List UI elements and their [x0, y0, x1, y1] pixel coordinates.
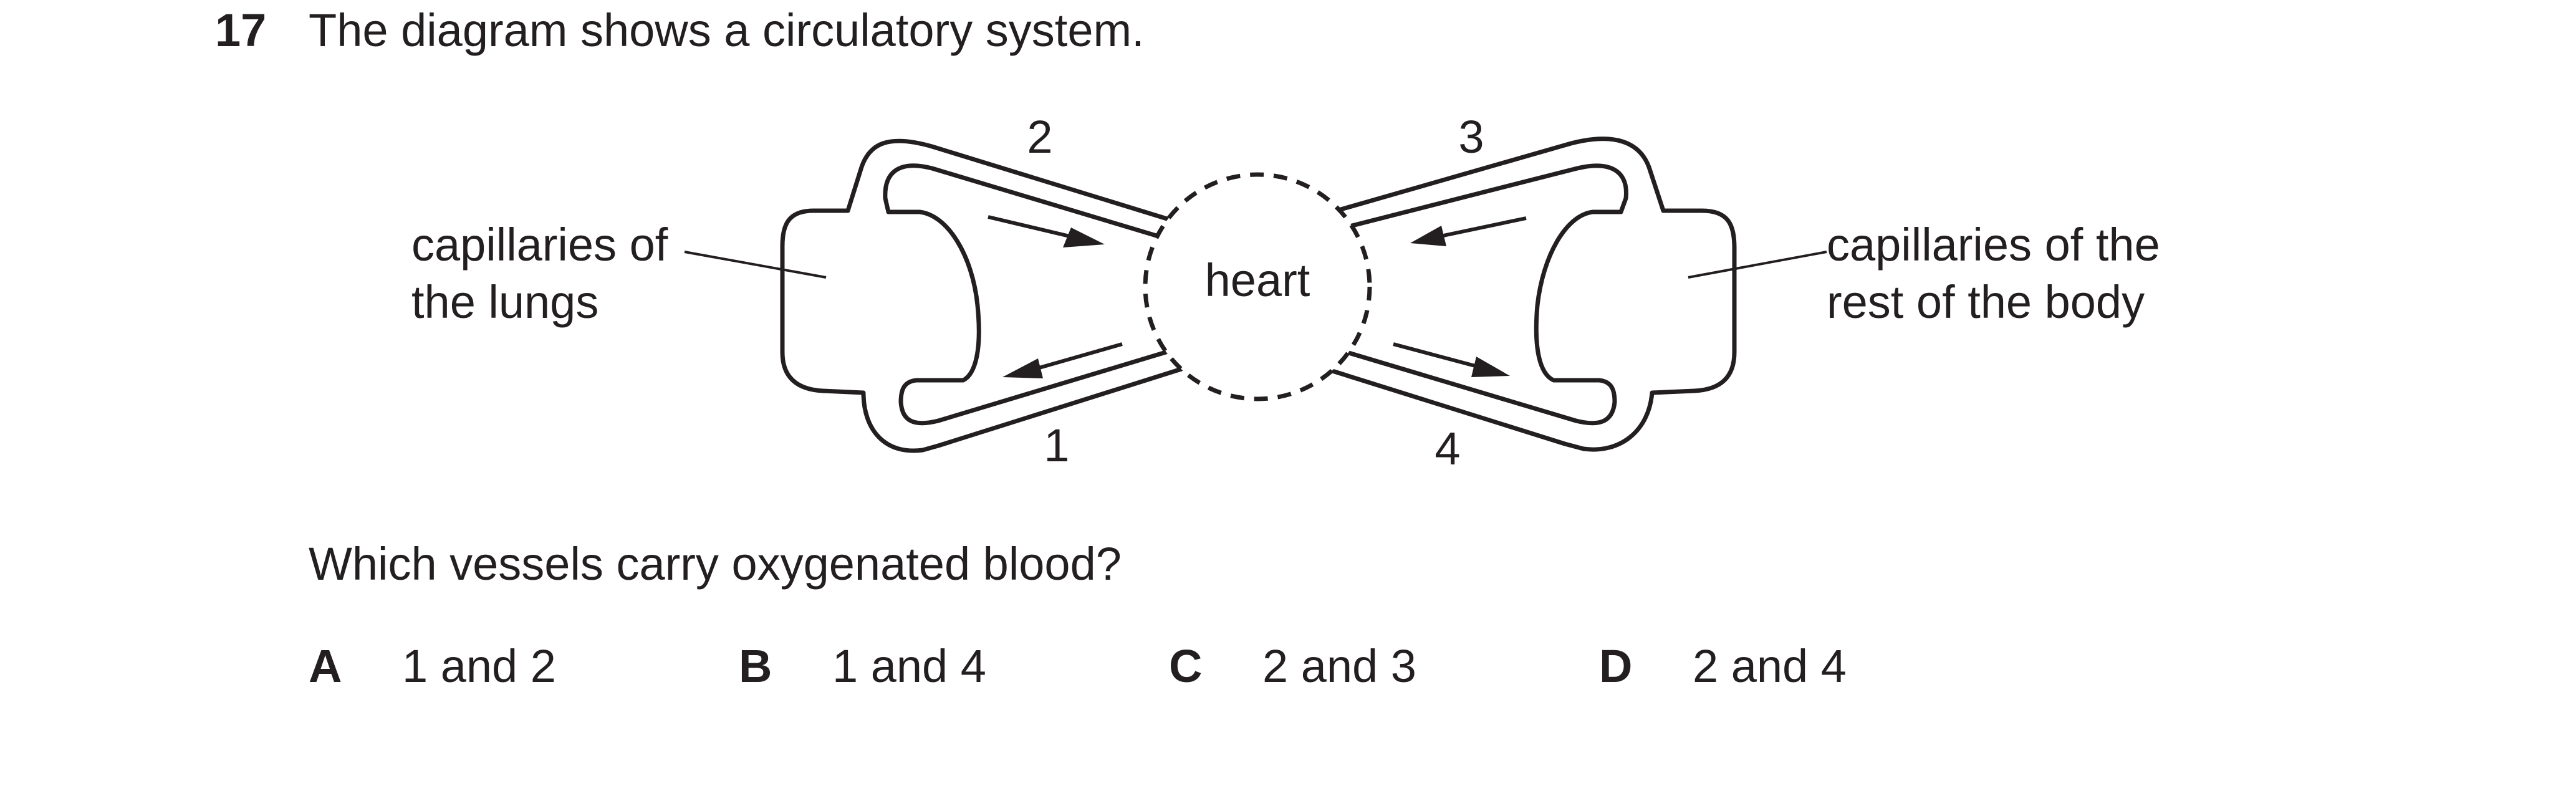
- body-label-line2: rest of the body: [1827, 276, 2145, 328]
- vessel-label-1: 1: [1044, 420, 1069, 471]
- question-stem: The diagram shows a circulatory system.: [309, 4, 1145, 56]
- vessel-label-2: 2: [1027, 111, 1052, 163]
- lung-label-line1: capillaries of: [411, 219, 668, 271]
- circulatory-system-diagram: heart capillaries of the lungs capillari…: [411, 111, 2160, 474]
- option-a-letter[interactable]: A: [309, 640, 342, 692]
- option-d-text[interactable]: 2 and 4: [1693, 640, 1847, 692]
- vessel-label-3: 3: [1458, 111, 1484, 163]
- body-label-line1: capillaries of the: [1827, 219, 2160, 271]
- lung-leader-line: [684, 251, 827, 279]
- body-leader-line: [1688, 251, 1827, 279]
- option-b-letter[interactable]: B: [739, 640, 772, 692]
- arrowhead: [1002, 358, 1043, 378]
- option-c-text[interactable]: 2 and 3: [1262, 640, 1416, 692]
- arrow-to-body: [1393, 342, 1478, 368]
- arrowhead: [1471, 357, 1510, 377]
- arrow-to-lungs: [1034, 342, 1123, 371]
- arrow-to-heart-right: [1443, 216, 1527, 238]
- question-prompt: Which vessels carry oxygenated blood?: [309, 538, 1122, 590]
- option-d-letter[interactable]: D: [1599, 640, 1633, 692]
- lung-loop-outer: [780, 138, 1184, 453]
- lung-loop-inner: [883, 163, 1175, 426]
- question-number: 17: [215, 4, 267, 56]
- option-a-text[interactable]: 1 and 2: [402, 640, 556, 692]
- body-loop-outer: [1330, 137, 1737, 452]
- option-c-letter[interactable]: C: [1169, 640, 1203, 692]
- lung-label-line2: the lungs: [411, 276, 598, 328]
- arrow-to-heart-left: [988, 215, 1073, 239]
- arrowhead: [1410, 226, 1446, 246]
- heart-label: heart: [1205, 254, 1310, 306]
- option-b-text[interactable]: 1 and 4: [832, 640, 986, 692]
- vessel-label-4: 4: [1435, 423, 1460, 474]
- arrowhead: [1063, 228, 1105, 247]
- body-loop-inner: [1338, 163, 1628, 426]
- heart-circle: [1143, 172, 1372, 401]
